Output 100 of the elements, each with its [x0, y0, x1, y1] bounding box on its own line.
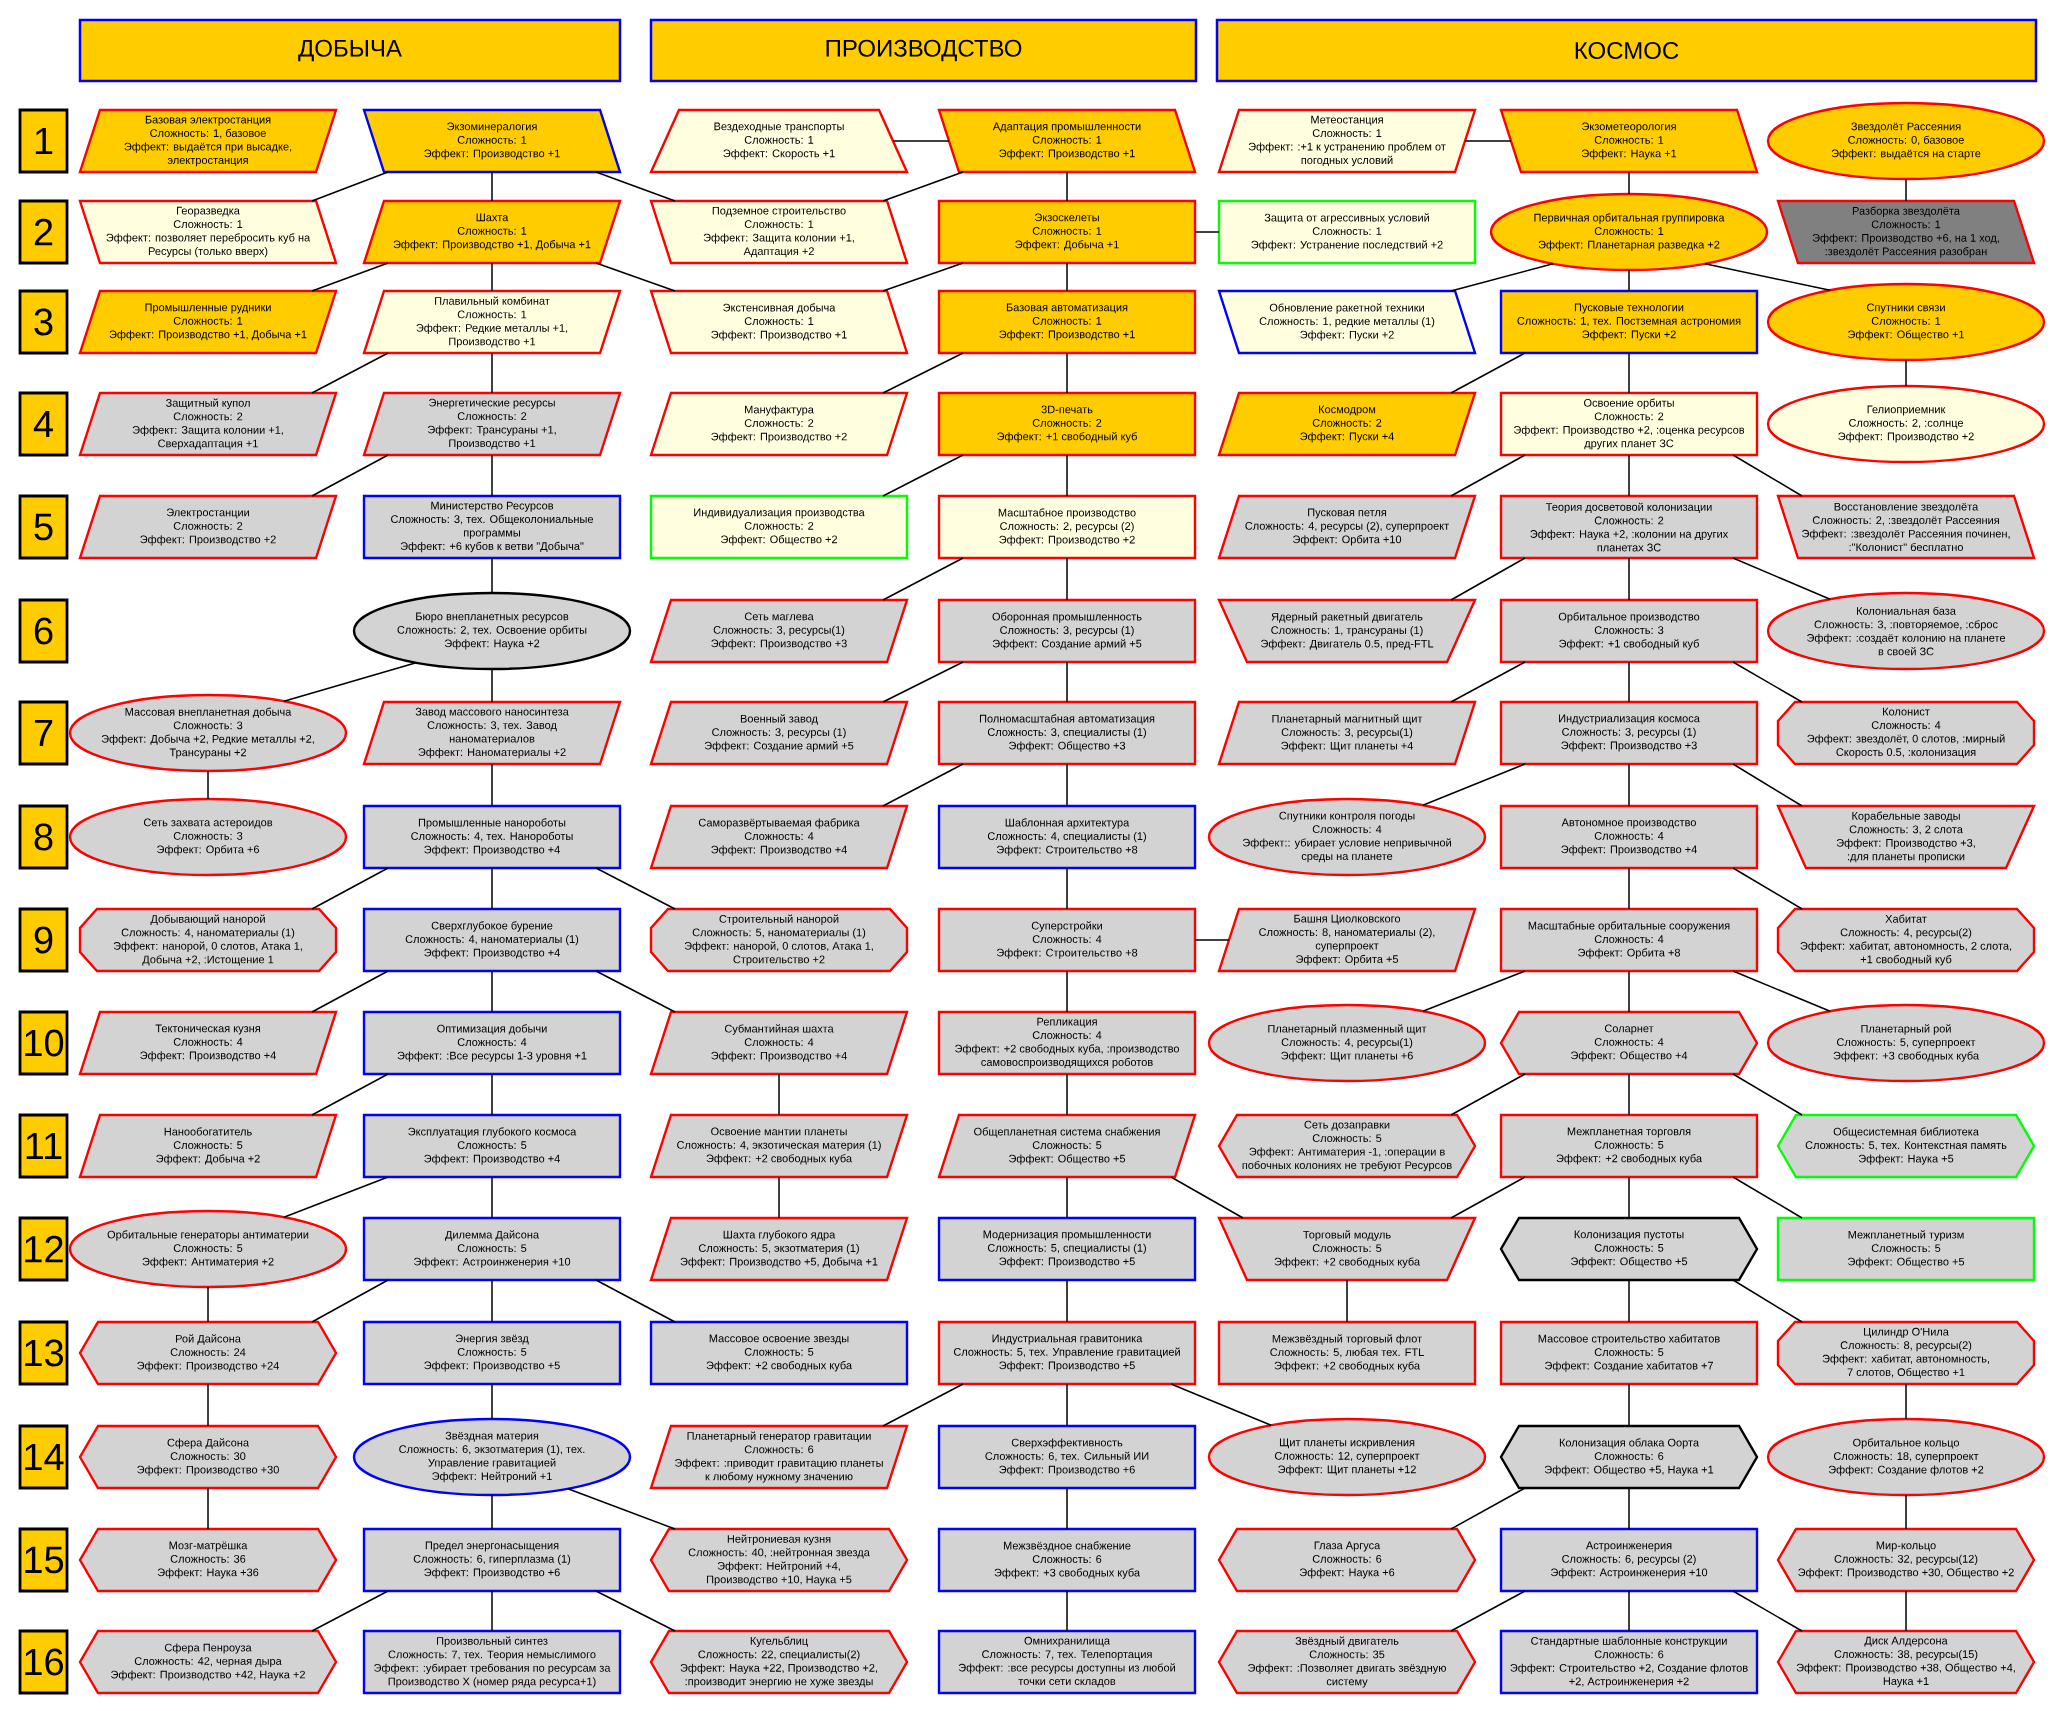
tech-parallelogram: Субмантийная шахта Сложность: 4 Эффект: Производство +4: [649, 1010, 909, 1076]
tech-parallelogram: Общепланетная система снабжения Сложность: 5 Эффект: Общество +5: [937, 1113, 1197, 1179]
connector-line: [1170, 1176, 1244, 1219]
tech-hexagon: Соларнет Сложность: 4 Эффект: Общество +4: [1499, 1010, 1759, 1076]
tech-box: Оптимизация добычи Сложность: 4 Эффект: :Все ресурсы 1-3 уровня +1: [362, 1010, 622, 1076]
connector-line: [778, 1073, 780, 1116]
tech-parallelogram: Обновление ракетной техники Сложность: 1, редкие металлы (1) Эффект: Пуски +2: [1217, 289, 1477, 355]
connector-line: [1450, 262, 1554, 292]
tech-box: Оборонная промышленность Сложность: 3, ресурсы (1) Эффект: Создание армий +5: [937, 598, 1197, 664]
row-number-box: 5: [18, 494, 69, 560]
tech-box: Массовое освоение звезды Сложность: 5 Эффект: +2 свободных куба: [649, 1320, 909, 1386]
row-number-box: 15: [18, 1527, 69, 1593]
tech-hexagon: Колонизация пустоты Сложность: 5 Эффект: Общество +5: [1499, 1216, 1759, 1282]
column-header: КОСМОС: [1215, 18, 2038, 83]
connector-line: [1170, 1383, 1272, 1427]
connector-line: [1905, 1383, 1907, 1420]
tech-box: Освоение орбиты Сложность: 2 Эффект: Производство +2, :оценка ресурсов других планет ЗС: [1499, 391, 1759, 457]
tech-parallelogram: Мануфактура Сложность: 2 Эффект: Производство +2: [649, 391, 909, 457]
connector-line: [1704, 262, 1831, 292]
connector-line: [311, 454, 389, 497]
tech-octagon: Строительный нанорой Сложность: 5, наноматериалы (1) Эффект: нанорой, 0 слотов, Атака 1, Строительство +2: [649, 907, 909, 973]
tech-parallelogram: Башня Циолковского Сложность: 8, наноматериалы (2), суперпроект Эффект: Орбита +5: [1217, 907, 1477, 973]
tech-box: Энергия звёзд Сложность: 5 Эффект: Производство +5: [362, 1320, 622, 1386]
connector-line: [311, 171, 389, 202]
connector-line: [1628, 1487, 1630, 1530]
column-header: ДОБЫЧА: [78, 18, 622, 83]
tech-box: Предел энергонасыщения Сложность: 6, гиперплазма (1) Эффект: Производство +6: [362, 1527, 622, 1593]
connector-line: [491, 1279, 493, 1323]
connector-line: [1628, 1590, 1630, 1632]
tech-box: Стандартные шаблонные конструкции Сложность: 6 Эффект: Строительство +2, Создание флотов +2, Астроинженерия +2: [1499, 1629, 1759, 1695]
tech-hexagon: Колонизация облака Оорта Сложность: 6 Эффект: Общество +5, Наука +1: [1499, 1424, 1759, 1490]
row-number-box: 9: [18, 907, 69, 973]
connector-line: [1732, 1279, 1803, 1323]
tech-box: Дилемма Дайсона Сложность: 5 Эффект: Астроинженерия +10: [362, 1216, 622, 1282]
tech-box: Межзвёздный торговый флот Сложность: 5, любая тех. FTL Эффект: +2 свободных куба: [1217, 1320, 1477, 1386]
connector-line: [1628, 763, 1630, 807]
connector-line: [1450, 1073, 1526, 1116]
tech-parallelogram: Пусковая петля Сложность: 4, ресурсы (2), суперпроект Эффект: Орбита +10: [1217, 494, 1477, 560]
connector-line: [491, 352, 493, 394]
tech-parallelogram: Электростанции Сложность: 2 Эффект: Производство +2: [78, 494, 338, 560]
tech-parallelogram: Космодром Сложность: 2 Эффект: Пуски +4: [1217, 391, 1477, 457]
connector-line: [207, 1286, 209, 1323]
connector-line: [595, 1279, 676, 1323]
connector-line: [882, 454, 964, 497]
tech-trapezoid: Торговый модуль Сложность: 5 Эффект: +2 свободных куба: [1217, 1216, 1477, 1282]
row-number-box: 12: [18, 1216, 69, 1282]
connector-line: [1450, 557, 1526, 601]
connector-line: [882, 1383, 964, 1427]
tech-box: Министерство Ресурсов Сложность: 3, тех. Общеколониальные программы Эффект: +6 кубов к ветви "Добыча": [362, 494, 622, 560]
tech-trapezoid: Ядерный ракетный двигатель Сложность: 1, трансураны (1) Эффект: Двигатель 0.5, пред-FTL: [1217, 598, 1477, 664]
tech-parallelogram: Экстенсивная добыча Сложность: 1 Эффект: Производство +1: [649, 289, 909, 355]
tech-parallelogram: Планетарный генератор гравитации Сложность: 6 Эффект: :приводит гравитацию планеты к любому нужному значению: [649, 1424, 909, 1490]
connector-line: [1066, 1279, 1068, 1323]
connector-line: [491, 454, 493, 497]
connector-line: [491, 1176, 493, 1219]
connector-line: [311, 1590, 389, 1632]
connector-line: [882, 171, 964, 202]
connector-line: [1628, 1176, 1630, 1219]
tech-box: Массовое строительство хабитатов Сложность: 5 Эффект: Создание хабитатов +7: [1499, 1320, 1759, 1386]
connector-line: [882, 763, 964, 807]
tech-parallelogram: Энергетические ресурсы Сложность: 2 Эффект: Трансураны +1, Производство +1: [362, 391, 622, 457]
connector-line: [1422, 763, 1526, 807]
column-header: ПРОИЗВОДСТВО: [649, 18, 1198, 83]
connector-line: [1066, 763, 1068, 807]
tech-box: Модернизация промышленности Сложность: 5, специалисты (1) Эффект: Производство +5: [937, 1216, 1197, 1282]
connector-line: [882, 557, 964, 601]
tech-box: Суперстройки Сложность: 4 Эффект: Строительство +8: [937, 907, 1197, 973]
tech-hexagon: Кугельблиц Сложность: 22, специалисты(2) Эффект: Наука +22, Производство +2, :производит энергию не хуже звезды: [649, 1629, 909, 1695]
connector-line: [1628, 970, 1630, 1013]
tech-hexagon: Общесистемная библиотека Сложность: 5, тех. Контекстная память Эффект: Наука +5: [1776, 1113, 2036, 1179]
connector-line: [491, 1383, 493, 1420]
connector-line: [1905, 1590, 1907, 1632]
tech-parallelogram: Экзометеорология Сложность: 1 Эффект: Наука +1: [1499, 108, 1759, 174]
tech-trapezoid: Корабельные заводы Сложность: 3, 2 слота Эффект: Производство +3, :для планеты прописки: [1776, 804, 2036, 870]
tech-parallelogram: Защитный купол Сложность: 2 Эффект: Защита колонии +1, Сверхадаптация +1: [78, 391, 338, 457]
tech-box: Межпланетная торговля Сложность: 5 Эффект: +2 свободных куба: [1499, 1113, 1759, 1179]
tech-box: Межпланетный туризм Сложность: 5 Эффект: Общество +5: [1776, 1216, 2036, 1282]
connector-line: [1732, 661, 1803, 703]
row-number-box: 6: [18, 598, 69, 664]
tech-parallelogram: Шахта глубокого ядра Сложность: 5, экзотматерия (1) Эффект: Производство +5, Добыча +1: [649, 1216, 909, 1282]
tech-box: Защита от агрессивных условий Сложность: 1 Эффект: Устранение последствий +2: [1217, 199, 1477, 265]
connector-line: [1732, 454, 1803, 497]
connector-line: [491, 867, 493, 910]
connector-line: [1346, 1279, 1348, 1323]
tech-box: Масштабные орбитальные сооружения Сложность: 4 Эффект: Орбита +8: [1499, 907, 1759, 973]
tech-box: 3D-печать Сложность: 2 Эффект: +1 свободный куб: [937, 391, 1197, 457]
connector-line: [207, 770, 209, 800]
connector-line: [1732, 1073, 1803, 1116]
connector-line: [778, 1176, 780, 1219]
connector-line: [1194, 939, 1230, 941]
row-number-box: 13: [18, 1320, 69, 1386]
row-number-box: 2: [18, 199, 69, 265]
connector-line: [1066, 1590, 1068, 1632]
connector-line: [1450, 661, 1526, 703]
connector-line: [311, 867, 389, 910]
connector-line: [882, 352, 964, 394]
tech-box: Теория досветовой колонизации Сложность: 2 Эффект: Наука +2, :колонии на других планетах ЗС: [1499, 494, 1759, 560]
tech-parallelogram: Тектоническая кузня Сложность: 4 Эффект: Производство +4: [78, 1010, 338, 1076]
connector-line: [1732, 763, 1803, 807]
connector-line: [1066, 1487, 1068, 1530]
